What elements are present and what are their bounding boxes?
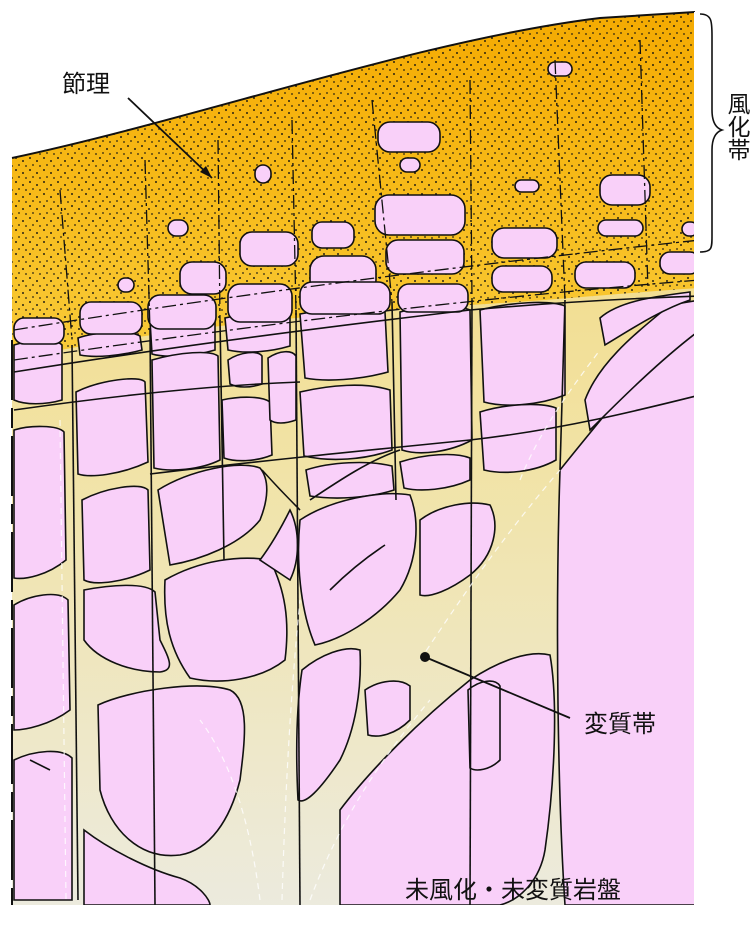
weathered-zone-brace — [700, 14, 722, 252]
altered-zone-label: 変質帯 — [584, 712, 656, 736]
weathered-zone-label: 風化帯 — [724, 92, 747, 161]
bedrock-label: 未風化・未変質岩盤 — [405, 878, 621, 902]
joint-label: 節理 — [62, 72, 110, 96]
